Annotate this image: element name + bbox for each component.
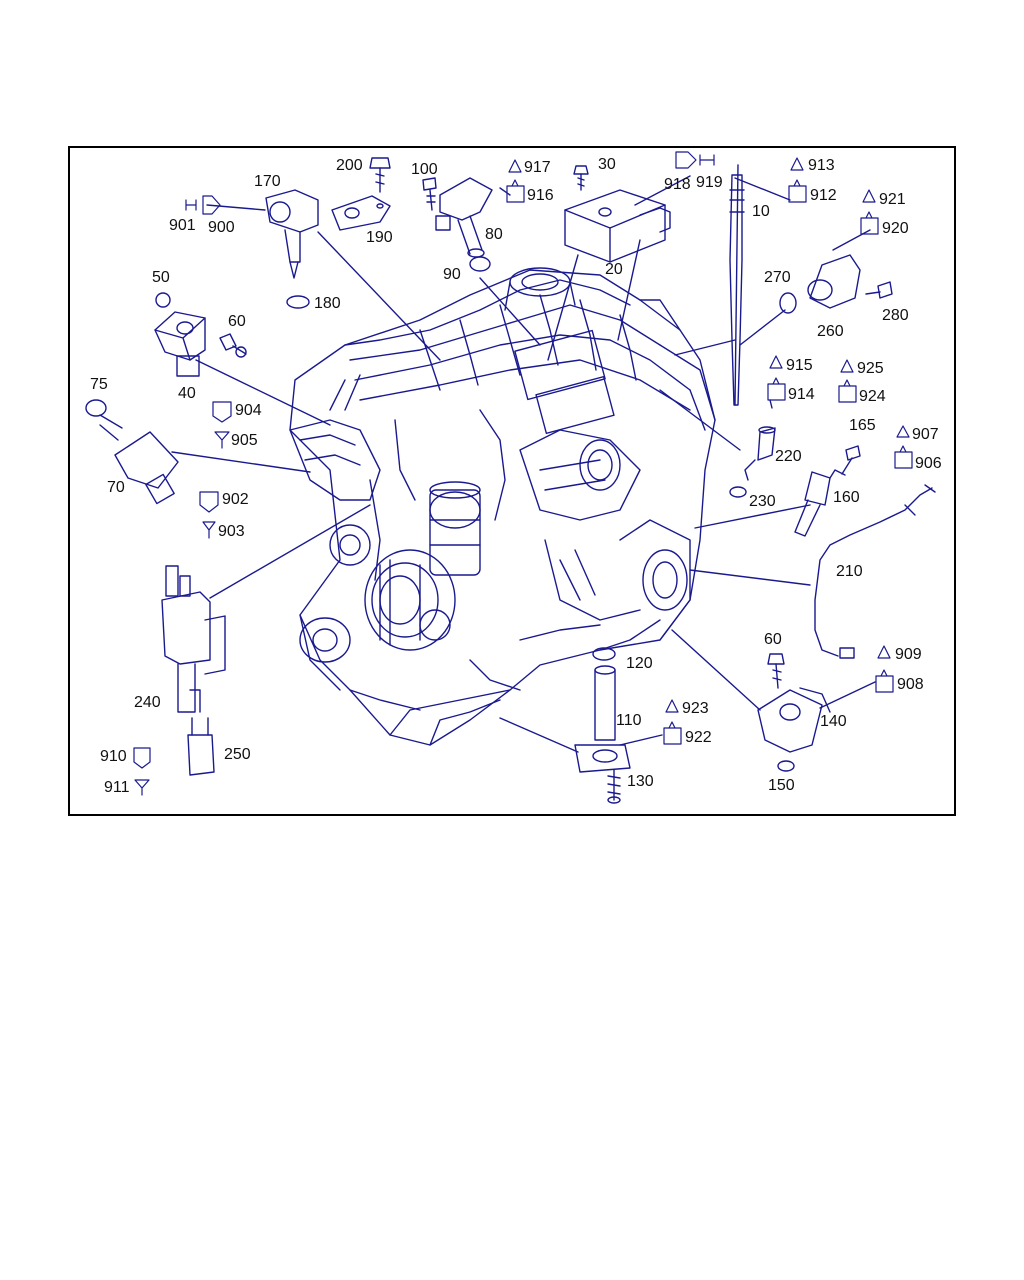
control-unit-20[interactable]: [564, 189, 671, 263]
pressure-sensor-170[interactable]: [265, 189, 319, 279]
label-915: 915: [786, 357, 813, 374]
label-90: 90: [443, 266, 461, 283]
label-919: 919: [696, 174, 723, 191]
o-ring-270[interactable]: [779, 292, 797, 314]
label-925: 925: [857, 360, 884, 377]
label-921: 921: [879, 191, 906, 208]
label-907: 907: [912, 426, 939, 443]
label-130: 130: [627, 773, 654, 790]
label-220: 220: [775, 448, 802, 465]
label-924: 924: [859, 388, 886, 405]
label-20: 20: [605, 261, 623, 278]
temperature-sensor-70[interactable]: [99, 414, 179, 505]
o-ring-75[interactable]: [85, 399, 107, 417]
label-110: 110: [616, 712, 642, 729]
screw-200[interactable]: [369, 157, 391, 193]
label-160: 160: [833, 489, 860, 506]
label-905: 905: [231, 432, 258, 449]
screw-165[interactable]: [841, 445, 861, 475]
label-270: 270: [764, 269, 791, 286]
label-918: 918: [664, 176, 691, 193]
screw-60-upper[interactable]: [219, 333, 247, 358]
screw-100[interactable]: [422, 177, 437, 211]
label-916: 916: [527, 187, 554, 204]
label-230: 230: [749, 493, 776, 510]
screw-130[interactable]: [607, 769, 621, 804]
label-80: 80: [485, 226, 503, 243]
screw-30[interactable]: [573, 165, 589, 191]
label-70: 70: [107, 479, 125, 496]
camshaft-sensor-80[interactable]: [435, 177, 493, 258]
label-260: 260: [817, 323, 844, 340]
crankshaft-sensor-140[interactable]: [757, 687, 831, 753]
label-908: 908: [897, 676, 924, 693]
o-ring-50[interactable]: [155, 292, 171, 308]
label-180: 180: [314, 295, 341, 312]
label-903: 903: [218, 523, 245, 540]
label-210: 210: [836, 563, 863, 580]
leader-lines: [171, 175, 876, 753]
label-60-lower: 60: [764, 631, 782, 648]
label-920: 920: [882, 220, 909, 237]
label-240: 240: [134, 694, 161, 711]
o-ring-150[interactable]: [777, 760, 795, 772]
connector-symbols: [133, 151, 913, 796]
label-120: 120: [626, 655, 653, 672]
label-60-upper: 60: [228, 313, 246, 330]
exhaust-temp-sensor-210[interactable]: [814, 484, 936, 659]
oil-level-sensor-110[interactable]: [574, 665, 631, 773]
diagram-frame: [68, 146, 956, 816]
pressure-sensor-40[interactable]: [154, 311, 206, 377]
label-900: 900: [208, 219, 235, 236]
label-917: 917: [524, 159, 551, 176]
label-922: 922: [685, 729, 712, 746]
gasket-190[interactable]: [331, 195, 391, 231]
label-190: 190: [366, 229, 393, 246]
screw-280[interactable]: [865, 281, 893, 299]
label-910: 910: [100, 748, 127, 765]
glow-plug-10[interactable]: [729, 164, 745, 406]
label-250: 250: [224, 746, 251, 763]
label-901: 901: [169, 217, 196, 234]
label-170: 170: [254, 173, 281, 190]
label-914: 914: [788, 386, 815, 403]
label-75: 75: [90, 376, 108, 393]
screw-60-lower[interactable]: [767, 653, 785, 689]
label-10: 10: [752, 203, 770, 220]
label-906: 906: [915, 455, 942, 472]
label-140: 140: [820, 713, 847, 730]
label-165: 165: [849, 417, 876, 434]
label-904: 904: [235, 402, 262, 419]
label-40: 40: [178, 385, 196, 402]
label-100: 100: [411, 161, 438, 178]
oil-pressure-switch-220[interactable]: [744, 426, 776, 481]
label-200: 200: [336, 157, 363, 174]
label-280: 280: [882, 307, 909, 324]
label-913: 913: [808, 157, 835, 174]
label-150: 150: [768, 777, 795, 794]
seal-230[interactable]: [729, 486, 747, 498]
o-ring-120[interactable]: [592, 647, 616, 661]
label-911: 911: [104, 779, 130, 796]
label-50: 50: [152, 269, 170, 286]
o-ring-180[interactable]: [286, 295, 310, 309]
sensor-260[interactable]: [807, 254, 861, 309]
o-ring-90[interactable]: [469, 256, 491, 272]
engine-block: [289, 267, 716, 746]
label-909: 909: [895, 646, 922, 663]
hose-250[interactable]: [187, 717, 215, 776]
label-923: 923: [682, 700, 709, 717]
label-902: 902: [222, 491, 249, 508]
valve-240[interactable]: [161, 565, 226, 713]
label-912: 912: [810, 187, 837, 204]
label-30: 30: [598, 156, 616, 173]
